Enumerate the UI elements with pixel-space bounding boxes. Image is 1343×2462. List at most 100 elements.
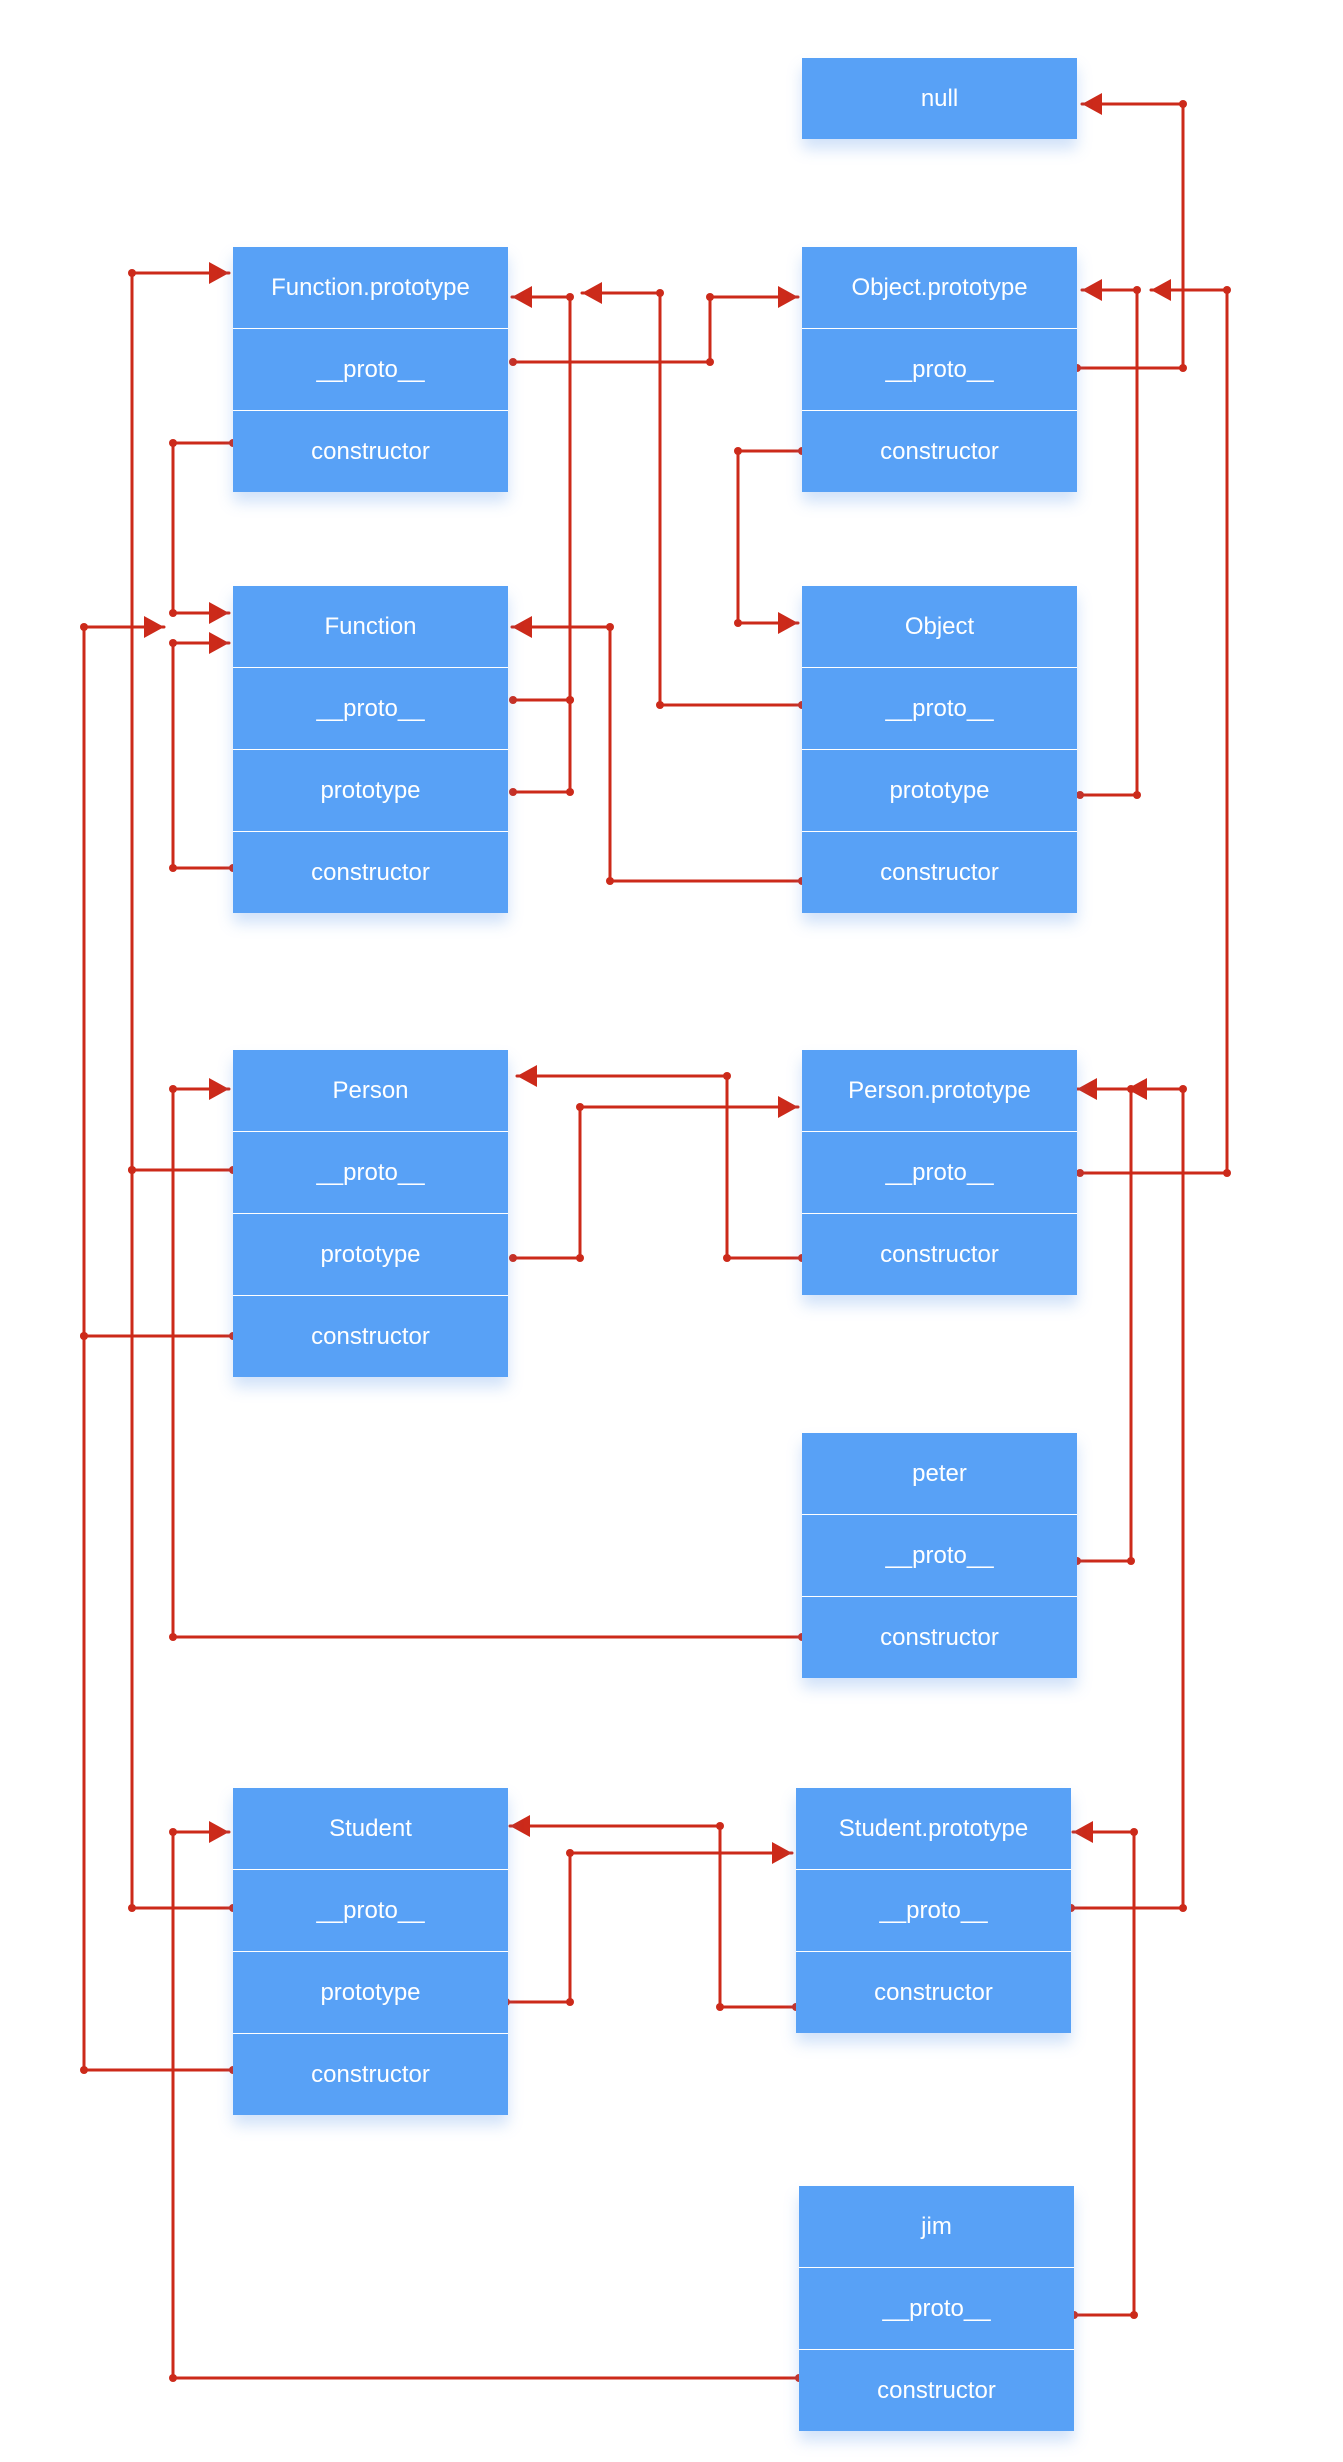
wire-function-proto-to-fp bbox=[509, 286, 574, 704]
arrowhead-icon bbox=[144, 616, 164, 638]
wire-joint-dot bbox=[169, 609, 177, 617]
node-null: null bbox=[802, 58, 1077, 139]
wire-pp-proto-to-op bbox=[1076, 279, 1231, 1177]
field-proto: __proto__ bbox=[233, 1870, 508, 1951]
field-prototype: prototype bbox=[233, 1952, 508, 2033]
node-title: Function.prototype bbox=[233, 247, 508, 328]
field-constructor: constructor bbox=[799, 2350, 1074, 2431]
wire-joint-dot bbox=[706, 358, 714, 366]
wire-joint-dot bbox=[1076, 1169, 1084, 1177]
field-proto: __proto__ bbox=[802, 329, 1077, 410]
field-proto: __proto__ bbox=[233, 1132, 508, 1213]
field-proto: __proto__ bbox=[802, 1515, 1077, 1596]
wire-joint-dot bbox=[706, 293, 714, 301]
wire-joint-dot bbox=[128, 269, 136, 277]
field-constructor: constructor bbox=[233, 411, 508, 492]
wire-joint-dot bbox=[509, 788, 517, 796]
wire-joint-dot bbox=[576, 1254, 584, 1262]
field-constructor: constructor bbox=[796, 1952, 1071, 2033]
node-jim: jim __proto__ constructor bbox=[799, 2186, 1074, 2431]
arrowhead-icon bbox=[209, 1821, 229, 1843]
wire-joint-dot bbox=[1179, 1904, 1187, 1912]
field-proto: __proto__ bbox=[796, 1870, 1071, 1951]
wire-peter-proto-to-pp bbox=[1073, 1078, 1135, 1565]
wire-joint-dot bbox=[566, 1998, 574, 2006]
arrowhead-icon bbox=[1151, 279, 1171, 301]
wire-joint-dot bbox=[1223, 286, 1231, 294]
arrowhead-icon bbox=[1127, 1078, 1147, 1100]
field-proto: __proto__ bbox=[799, 2268, 1074, 2349]
field-constructor: constructor bbox=[233, 832, 508, 913]
wire-joint-dot bbox=[1133, 791, 1141, 799]
wire-joint-dot bbox=[169, 1633, 177, 1641]
wire-joint-dot bbox=[566, 788, 574, 796]
wire-joint-dot bbox=[734, 447, 742, 455]
wire-joint-dot bbox=[1179, 100, 1187, 108]
wire-joint-dot bbox=[80, 1332, 88, 1340]
wire-joint-dot bbox=[80, 2066, 88, 2074]
wire-joint-dot bbox=[1179, 1085, 1187, 1093]
arrowhead-icon bbox=[778, 612, 798, 634]
node-peter: peter __proto__ constructor bbox=[802, 1433, 1077, 1678]
arrowhead-icon bbox=[209, 602, 229, 624]
wire-joint-dot bbox=[1130, 2311, 1138, 2319]
wire-joint-dot bbox=[509, 696, 517, 704]
node-title: null bbox=[802, 58, 1077, 139]
arrowhead-icon bbox=[1077, 1078, 1097, 1100]
wire-joint-dot bbox=[723, 1254, 731, 1262]
wire-joint-dot bbox=[1133, 286, 1141, 294]
wire-student-proto-to-fp bbox=[128, 1166, 237, 1912]
node-person: Person __proto__ prototype constructor bbox=[233, 1050, 508, 1377]
arrowhead-icon bbox=[772, 1842, 792, 1864]
wire-joint-dot bbox=[1076, 791, 1084, 799]
node-title: Student.prototype bbox=[796, 1788, 1071, 1869]
node-function: Function __proto__ prototype constructor bbox=[233, 586, 508, 913]
wire-joint-dot bbox=[566, 1849, 574, 1857]
wire-person-prototype-to-pp bbox=[509, 1096, 800, 1262]
arrowhead-icon bbox=[1082, 93, 1102, 115]
wire-joint-dot bbox=[566, 293, 574, 301]
wire-joint-dot bbox=[1130, 1828, 1138, 1836]
wire-joint-dot bbox=[606, 623, 614, 631]
wire-function-prototype-to-fp bbox=[509, 696, 574, 796]
wire-op-constructor-to-object bbox=[734, 447, 806, 634]
wire-object-prototype-to-op bbox=[1076, 279, 1141, 799]
field-constructor: constructor bbox=[802, 1214, 1077, 1295]
field-constructor: constructor bbox=[802, 832, 1077, 913]
wire-joint-dot bbox=[509, 358, 517, 366]
wire-joint-dot bbox=[169, 2374, 177, 2382]
node-object: Object __proto__ prototype constructor bbox=[802, 586, 1077, 913]
arrowhead-icon bbox=[582, 282, 602, 304]
node-title: Function bbox=[233, 586, 508, 667]
arrowhead-icon bbox=[209, 262, 229, 284]
node-title: Person bbox=[233, 1050, 508, 1131]
field-prototype: prototype bbox=[802, 750, 1077, 831]
node-student-prototype: Student.prototype __proto__ constructor bbox=[796, 1788, 1071, 2033]
wire-joint-dot bbox=[656, 289, 664, 297]
arrowhead-icon bbox=[1073, 1821, 1093, 1843]
wire-fp-constructor-to-function bbox=[169, 439, 237, 624]
wire-person-constructor-to-function bbox=[80, 616, 237, 1340]
wire-joint-dot bbox=[576, 1103, 584, 1111]
wire-joint-dot bbox=[656, 701, 664, 709]
node-person-prototype: Person.prototype __proto__ constructor bbox=[802, 1050, 1077, 1295]
arrowhead-icon bbox=[778, 286, 798, 308]
node-title: Student bbox=[233, 1788, 508, 1869]
wire-joint-dot bbox=[716, 2003, 724, 2011]
arrowhead-icon bbox=[510, 1815, 530, 1837]
wire-object-proto-to-fp bbox=[580, 282, 806, 709]
wire-joint-dot bbox=[734, 619, 742, 627]
wire-joint-dot bbox=[169, 1085, 177, 1093]
wire-student-constructor-to-function bbox=[80, 1332, 237, 2074]
arrowhead-icon bbox=[1082, 279, 1102, 301]
node-title: Person.prototype bbox=[802, 1050, 1077, 1131]
node-function-prototype: Function.prototype __proto__ constructor bbox=[233, 247, 508, 492]
field-constructor: constructor bbox=[233, 2034, 508, 2115]
wire-op-proto-to-null bbox=[1073, 93, 1187, 372]
wire-joint-dot bbox=[80, 623, 88, 631]
arrowhead-icon bbox=[512, 286, 532, 308]
field-proto: __proto__ bbox=[233, 668, 508, 749]
wire-joint-dot bbox=[128, 1166, 136, 1174]
wire-joint-dot bbox=[169, 639, 177, 647]
